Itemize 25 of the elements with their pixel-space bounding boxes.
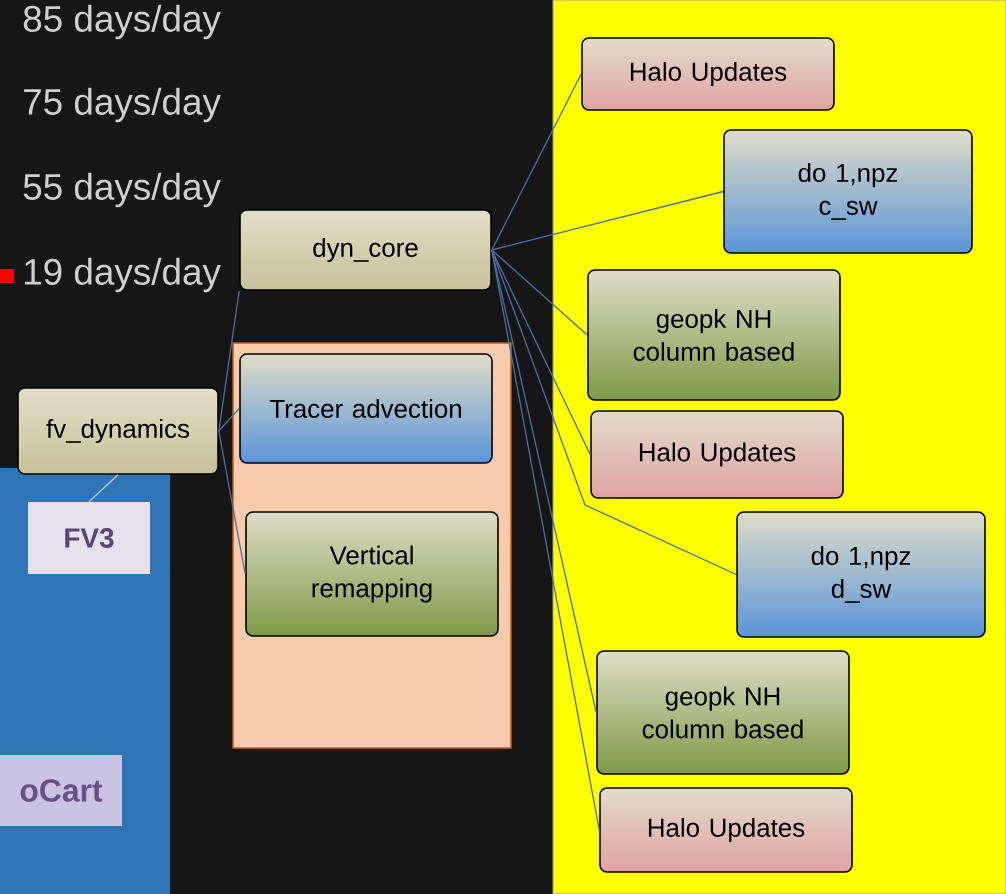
- process-box: do 1,npz c_sw: [723, 129, 973, 254]
- connector-line: [491, 249, 588, 336]
- process-box: Tracer advection: [239, 353, 493, 464]
- process-box: Halo Updates: [599, 787, 853, 873]
- component-box: oCart: [0, 755, 122, 826]
- process-box: Vertical remapping: [245, 511, 499, 637]
- connector-line: [491, 73, 582, 251]
- connector-line: [491, 190, 724, 251]
- process-box: dyn_core: [239, 209, 492, 291]
- speed-label: 19 days/day: [25, 257, 221, 293]
- speed-label: 55 days/day: [23, 172, 221, 208]
- component-box: FV3: [28, 502, 150, 574]
- speed-label: 85 days/day: [23, 4, 221, 40]
- connector-line: [218, 407, 240, 432]
- speed-label: 75 days/day: [24, 87, 221, 123]
- connector-line: [88, 474, 119, 503]
- connector-line: [491, 249, 591, 456]
- connector-line: [491, 249, 600, 831]
- connector-line: [218, 290, 240, 432]
- process-box: geopk NH column based: [587, 269, 841, 401]
- process-box: Halo Updates: [581, 37, 835, 111]
- process-box: geopk NH column based: [596, 650, 850, 775]
- process-box: Halo Updates: [590, 410, 844, 499]
- process-box: do 1,npz d_sw: [736, 511, 986, 638]
- process-box: fv_dynamics: [17, 387, 219, 475]
